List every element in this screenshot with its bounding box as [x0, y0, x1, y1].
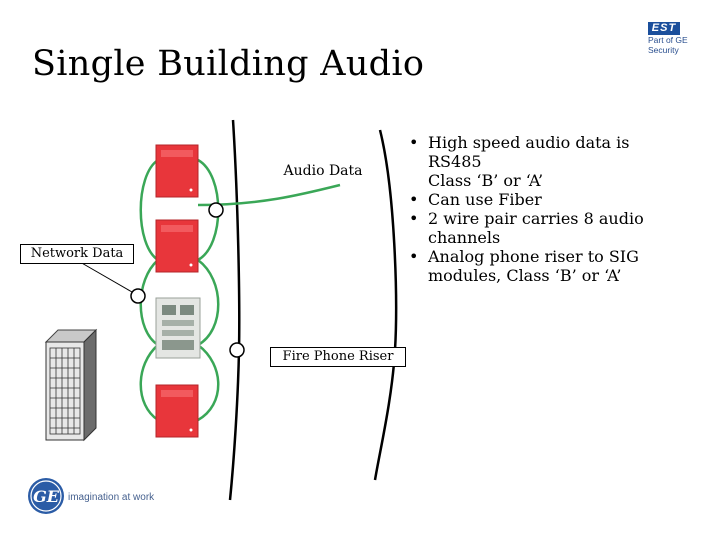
audio-source-panel	[155, 297, 201, 359]
audio-data-label: Audio Data	[283, 163, 363, 179]
bullet-line: Class ‘B’ or ‘A’	[428, 171, 544, 190]
bullet-item: • Can use Fiber	[405, 190, 705, 209]
est-logo-line-1: Part of GE	[648, 35, 688, 45]
bullet-line: channels	[428, 228, 501, 247]
bullet-line: High speed audio data is	[428, 133, 630, 152]
bullet-item: • High speed audio data is RS485 Class ‘…	[405, 133, 705, 190]
network-loop-left-1	[139, 158, 159, 262]
network-loop-left-2	[139, 259, 159, 347]
ge-logo-mark: GE	[33, 487, 60, 506]
bullet-item: • 2 wire pair carries 8 audio channels	[405, 209, 705, 247]
audio-tap-circle	[208, 202, 224, 218]
bullet-line: 2 wire pair carries 8 audio	[428, 209, 644, 228]
bullet-line: Can use Fiber	[428, 190, 542, 209]
fire-phone-riser-wire	[228, 119, 241, 501]
bullet-line: Analog phone riser to SIG	[428, 247, 639, 266]
audio-riser-wire	[373, 129, 398, 481]
network-loop-left-3	[139, 344, 159, 422]
audio-loop-right-2	[197, 258, 220, 347]
slide-title: Single Building Audio	[32, 44, 425, 84]
server-rack	[44, 328, 98, 442]
fire-phone-riser-label: Fire Phone Riser	[270, 347, 406, 367]
network-data-link	[79, 261, 133, 293]
bullet-item: • Analog phone riser to SIG modules, Cla…	[405, 247, 705, 285]
control-panel-1	[155, 144, 199, 198]
est-logo-mark: EST	[648, 22, 680, 35]
audio-loop-right-3	[197, 343, 220, 422]
est-logo: EST Part of GE Security	[648, 22, 688, 68]
bullet-line: modules, Class ‘B’ or ‘A’	[428, 266, 622, 285]
bullet-dot: •	[409, 190, 419, 209]
phone-tap-circle	[229, 342, 245, 358]
bullet-dot: •	[409, 133, 419, 152]
ge-logo: GE	[28, 478, 64, 514]
bullet-line: RS485	[428, 152, 482, 171]
est-logo-line-2: Security	[648, 45, 679, 55]
control-panel-3	[155, 384, 199, 438]
bullet-dot: •	[409, 247, 419, 266]
network-tap-circle	[130, 288, 146, 304]
ge-tagline: imagination at work	[68, 492, 155, 503]
control-panel-2	[155, 219, 199, 273]
audio-data-link	[197, 183, 341, 207]
network-data-label: Network Data	[20, 244, 134, 264]
bullet-list: • High speed audio data is RS485 Class ‘…	[405, 133, 705, 285]
bullet-dot: •	[409, 209, 419, 228]
